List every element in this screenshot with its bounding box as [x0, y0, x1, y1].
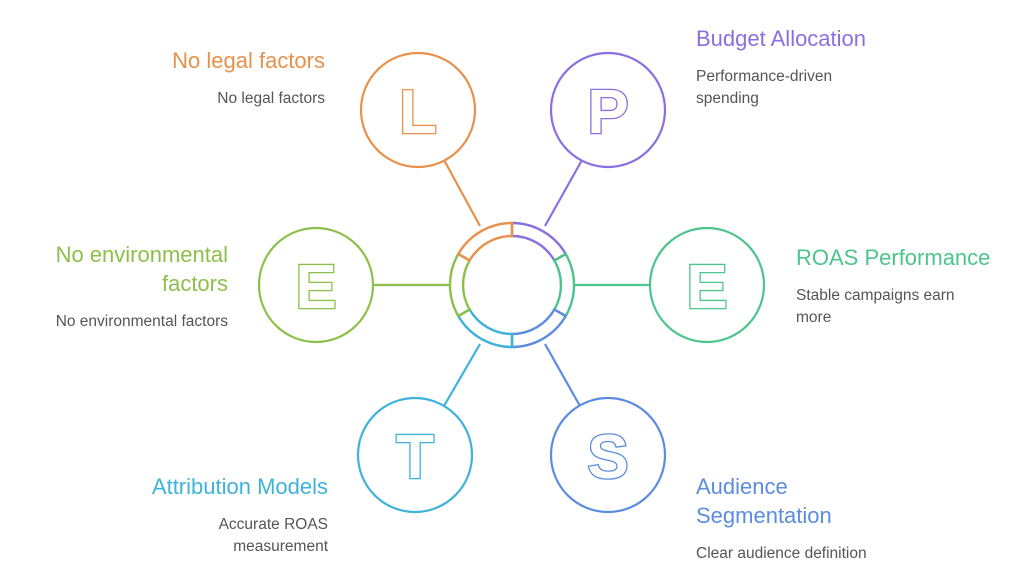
letter-l-icon: L — [399, 78, 437, 147]
connector-technological — [443, 343, 481, 407]
legal-description: No legal factors — [217, 90, 325, 107]
node-legal: L — [359, 51, 477, 169]
technological-title: Attribution Models — [151, 474, 328, 499]
political-description-line2: spending — [696, 90, 759, 107]
node-economic: E — [648, 226, 766, 344]
social-title-line2: Segmentation — [696, 503, 832, 528]
letter-e-icon: E — [295, 253, 336, 322]
political-description-line1: Performance-driven — [696, 68, 833, 85]
node-technological: T — [356, 396, 474, 514]
political-title: Budget Allocation — [696, 26, 867, 51]
letter-t-icon: T — [396, 423, 434, 492]
node-social-circle — [549, 396, 667, 514]
node-social: S — [549, 396, 667, 514]
economic-title: ROAS Performance — [796, 245, 991, 270]
connector-social — [544, 343, 581, 407]
economic-description-line1: Stable campaigns earn — [796, 287, 955, 304]
environmental-title-line2: factors — [161, 271, 228, 296]
legal-title: No legal factors — [172, 48, 325, 73]
node-environmental-circle — [257, 226, 375, 344]
social-title-line1: Audience — [696, 474, 788, 499]
social-description: Clear audience definition — [696, 545, 867, 562]
environmental-title-line1: No environmental — [55, 242, 228, 267]
technological-description-line2: measurement — [233, 538, 328, 555]
node-political: P — [549, 51, 667, 169]
connector-political — [544, 159, 583, 227]
node-economic-circle — [648, 226, 766, 344]
node-environmental: E — [257, 226, 375, 344]
node-political-circle — [549, 51, 667, 169]
environmental-description: No environmental factors — [55, 313, 228, 330]
letter-s-icon: S — [587, 423, 628, 492]
letter-p-icon: P — [587, 78, 628, 147]
letter-e-icon: E — [686, 253, 727, 322]
connector-legal — [443, 159, 481, 227]
center-ring — [448, 221, 576, 349]
economic-description-line2: more — [796, 309, 832, 326]
node-technological-circle — [356, 396, 474, 514]
technological-description-line1: Accurate ROAS — [218, 516, 328, 533]
node-legal-circle — [359, 51, 477, 169]
